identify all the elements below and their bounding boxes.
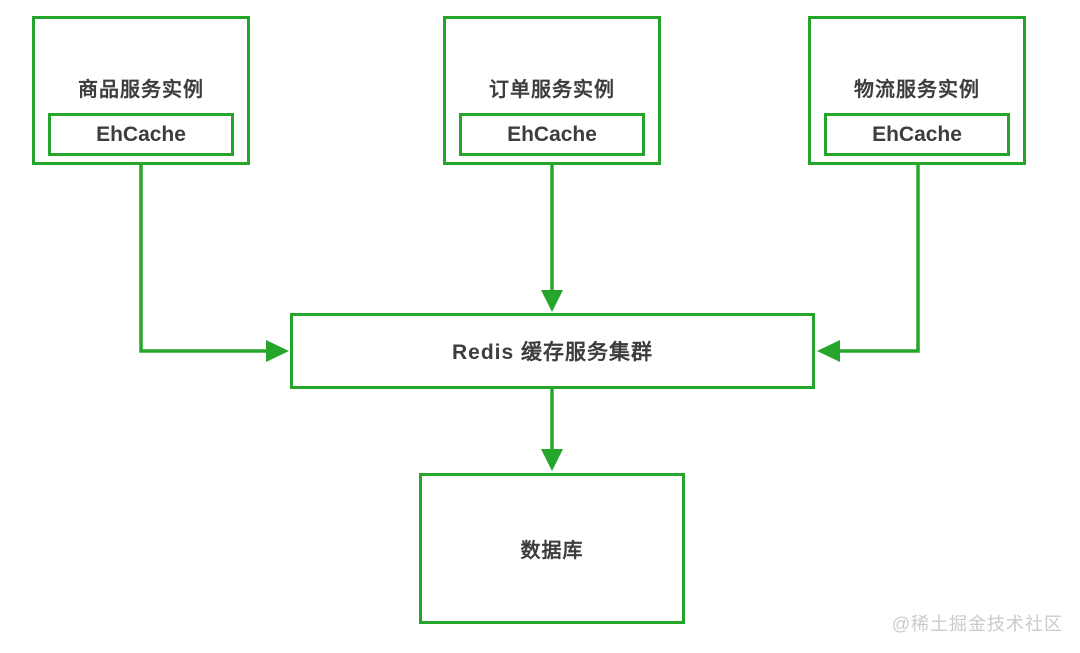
service-box-logistics: 物流服务实例 EhCache: [808, 16, 1026, 165]
database-label: 数据库: [520, 540, 584, 562]
arrow-order-to-redis: [541, 165, 563, 312]
ehcache-box-product: EhCache: [48, 113, 234, 156]
service-title-order: 订单服务实例: [489, 79, 615, 101]
watermark: @稀土掘金技术社区: [891, 614, 1063, 634]
ehcache-box-logistics: EhCache: [824, 113, 1010, 156]
database-box: 数据库: [419, 473, 685, 624]
redis-cluster-label: Redis 缓存服务集群: [451, 341, 654, 364]
ehcache-box-order: EhCache: [459, 113, 645, 156]
service-title-product: 商品服务实例: [78, 79, 204, 101]
redis-cluster-box: Redis 缓存服务集群: [290, 313, 815, 389]
ehcache-label-order: EhCache: [507, 122, 597, 146]
service-title-logistics: 物流服务实例: [854, 79, 980, 101]
arrow-logistics-to-redis: [817, 165, 920, 362]
ehcache-label-product: EhCache: [96, 122, 186, 146]
service-box-order: 订单服务实例 EhCache: [443, 16, 661, 165]
service-box-product: 商品服务实例 EhCache: [32, 16, 250, 165]
arrow-redis-to-database: [541, 389, 563, 471]
ehcache-label-logistics: EhCache: [872, 122, 962, 146]
arrow-product-to-redis: [139, 165, 289, 362]
